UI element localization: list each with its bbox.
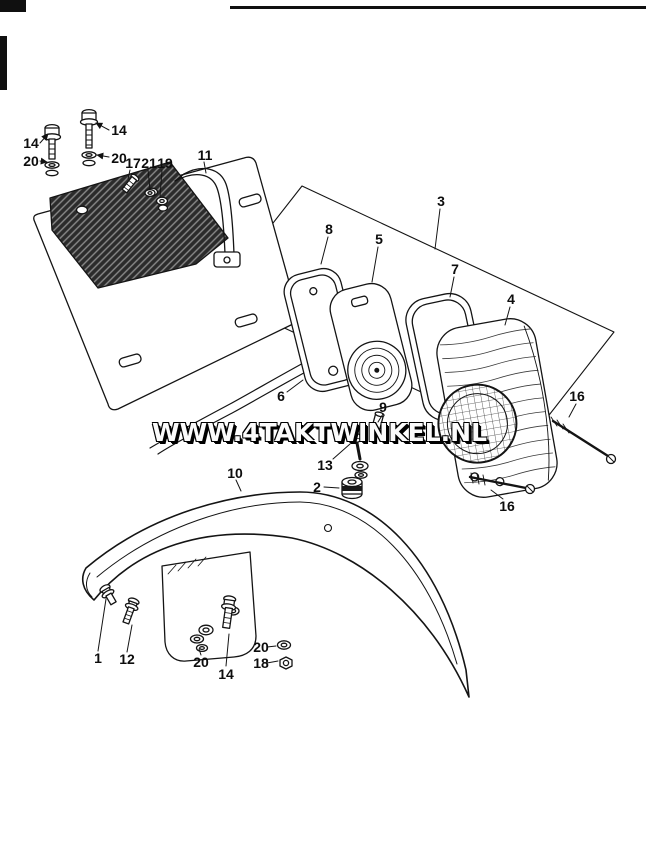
bolt-14-left xyxy=(42,123,62,160)
taillight-lens xyxy=(329,282,413,412)
grommet-2 xyxy=(341,476,363,500)
washers-20-right xyxy=(81,151,97,167)
part-label-6: 6 xyxy=(277,388,285,404)
part-label-21: 21 xyxy=(141,155,157,171)
part-label-7: 7 xyxy=(451,261,459,277)
bolt-1 xyxy=(99,584,117,606)
part-label-1: 1 xyxy=(94,650,102,666)
part-label-14: 14 xyxy=(111,122,127,138)
nut-18 xyxy=(279,656,293,670)
washer-20-right-lower xyxy=(276,640,292,650)
screw-16-right xyxy=(550,416,617,465)
part-label-20: 20 xyxy=(253,639,269,655)
part-label-3: 3 xyxy=(437,193,445,209)
taillight-body xyxy=(436,318,558,498)
fender-bracket xyxy=(161,551,257,662)
bolt-12 xyxy=(122,597,140,625)
bolt-14-lower xyxy=(220,595,237,629)
washer-21 xyxy=(144,188,156,198)
washers-20-left xyxy=(44,161,60,177)
part-label-12: 12 xyxy=(119,651,135,667)
part-label-20: 20 xyxy=(111,150,127,166)
part-label-19: 19 xyxy=(157,155,173,171)
part-label-2: 2 xyxy=(313,479,321,495)
part-label-14: 14 xyxy=(23,135,39,151)
scan-artifacts xyxy=(0,0,646,90)
part-label-5: 5 xyxy=(375,231,383,247)
screw-13 xyxy=(349,432,369,479)
part-label-11: 11 xyxy=(197,147,213,163)
part-label-4: 4 xyxy=(507,291,515,307)
bolt-14-right xyxy=(79,108,99,149)
part-label-10: 10 xyxy=(227,465,243,481)
part-label-16: 16 xyxy=(569,388,585,404)
rear-fender xyxy=(81,491,470,698)
part-label-20: 20 xyxy=(23,153,39,169)
part-label-20: 20 xyxy=(193,654,209,670)
part-label-13: 13 xyxy=(317,457,333,473)
screw-17 xyxy=(121,173,140,194)
screw-16-lower xyxy=(468,472,536,495)
part-label-14: 14 xyxy=(218,666,234,682)
grab-handle xyxy=(174,167,241,268)
part-label-16: 16 xyxy=(499,498,515,514)
part-label-17: 17 xyxy=(125,155,141,171)
watermark: WWW.4TAKTWINKEL.NL xyxy=(152,418,487,447)
leader-lines xyxy=(39,122,577,667)
nut-19 xyxy=(155,196,169,212)
part-label-18: 18 xyxy=(253,655,269,671)
part-label-9: 9 xyxy=(379,399,387,415)
part-label-8: 8 xyxy=(325,221,333,237)
